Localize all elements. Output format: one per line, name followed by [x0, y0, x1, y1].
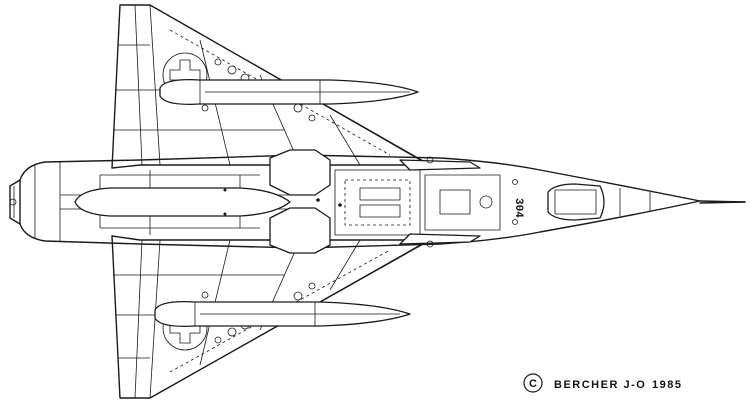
credit-line: C BERCHER J-O 1985	[523, 373, 682, 393]
drawing-year: 1985	[652, 379, 682, 391]
author-name: BERCHER J-O	[554, 379, 646, 391]
aircraft-serial-number: 304	[512, 198, 524, 218]
drop-tank-bottom	[154, 301, 411, 327]
drop-tank-top	[159, 79, 419, 105]
fuselage	[9, 149, 746, 254]
copyright-symbol: C	[529, 378, 537, 390]
